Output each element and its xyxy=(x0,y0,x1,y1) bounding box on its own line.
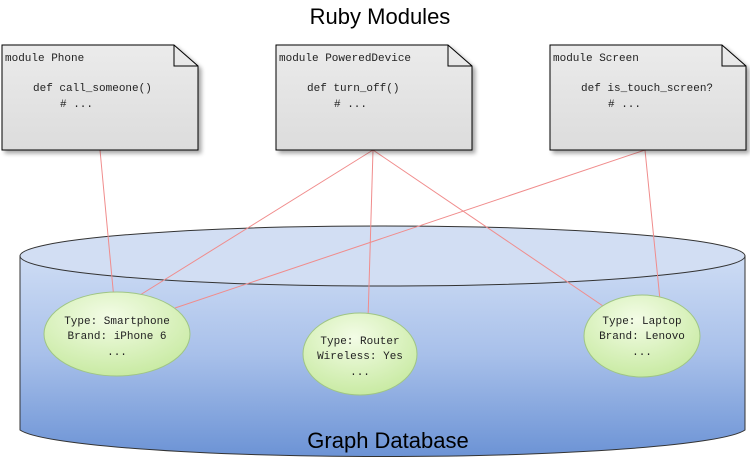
diagram-title: Ruby Modules xyxy=(310,4,451,29)
module-name: module Screen xyxy=(553,53,639,65)
note-fold xyxy=(447,45,472,67)
node-ellipse xyxy=(583,294,701,378)
module-note-powered-device: module PoweredDevice def turn_off() # ..… xyxy=(275,44,473,151)
node-line-3: ... xyxy=(632,347,652,359)
node-line-3: ... xyxy=(107,347,127,359)
node-smartphone: Type: Smartphone Brand: iPhone 6 ... xyxy=(43,291,191,377)
node-line-1: Type: Router xyxy=(320,336,399,348)
module-method: def turn_off() xyxy=(307,83,399,95)
note-fold xyxy=(173,45,198,67)
database-label: Graph Database xyxy=(307,428,468,453)
module-body: # ... xyxy=(60,99,93,111)
node-router: Type: Router Wireless: Yes ... xyxy=(302,312,418,396)
note-fold xyxy=(721,45,746,67)
node-ellipse xyxy=(43,291,191,377)
module-note-screen: module Screen def is_touch_screen? # ... xyxy=(549,44,747,151)
node-line-2: Brand: Lenovo xyxy=(599,331,685,343)
node-line-3: ... xyxy=(350,367,370,379)
connector-lines xyxy=(99,149,661,321)
node-line-1: Type: Smartphone xyxy=(64,316,170,328)
node-line-2: Wireless: Yes xyxy=(317,351,403,363)
module-note-phone: module Phone def call_someone() # ... xyxy=(1,44,199,151)
module-name: module PoweredDevice xyxy=(279,53,411,65)
node-line-1: Type: Laptop xyxy=(602,316,681,328)
connector-phone-smartphone xyxy=(99,149,116,311)
module-method: def is_touch_screen? xyxy=(581,83,713,95)
module-method: def call_someone() xyxy=(33,83,152,95)
connector-powered-smartphone xyxy=(131,149,374,301)
note-shape xyxy=(1,44,199,151)
connector-screen-laptop xyxy=(644,149,661,301)
node-laptop: Type: Laptop Brand: Lenovo ... xyxy=(583,294,701,378)
node-ellipse xyxy=(302,312,418,396)
module-body: # ... xyxy=(334,99,367,111)
connector-powered-router xyxy=(367,149,374,321)
connector-screen-smartphone xyxy=(174,149,646,309)
node-line-2: Brand: iPhone 6 xyxy=(67,331,166,343)
note-shape xyxy=(275,44,473,151)
connector-powered-laptop xyxy=(372,149,604,307)
module-name: module Phone xyxy=(5,53,84,65)
database-top xyxy=(19,225,746,287)
note-shape xyxy=(549,44,747,151)
module-body: # ... xyxy=(608,99,641,111)
